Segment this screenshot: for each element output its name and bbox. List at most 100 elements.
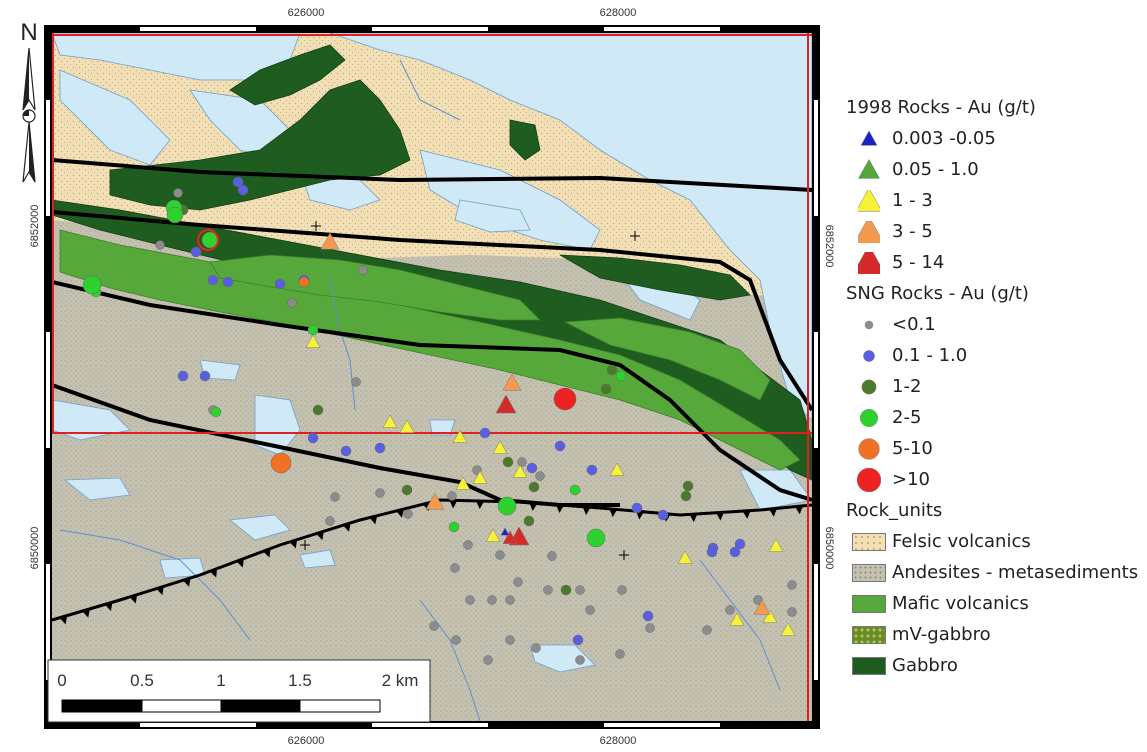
sng-sample-point <box>734 538 746 550</box>
legend-sng-label-5: >10 <box>892 469 930 490</box>
sng-sample-point <box>312 404 324 416</box>
scale-label-0: 0 <box>57 671 66 690</box>
sng-sample-point <box>554 440 566 452</box>
thrust-fault <box>52 498 812 625</box>
left-y-tick-2: 6850000 <box>29 527 41 570</box>
sng-sample-point <box>575 585 585 595</box>
map-body <box>52 33 812 721</box>
map-legend: 1998 Rocks - Au (g/t) 0.003 -0.05 0.05 - … <box>846 92 1141 681</box>
legend-sng-symbol-2 <box>846 371 892 402</box>
right-y-tick-1: 6852000 <box>823 225 835 268</box>
sng-sample-point <box>497 496 517 516</box>
sng-sample-point <box>403 509 413 519</box>
sng-sample-point <box>528 481 540 493</box>
legend-unit-symbol-0 <box>846 526 892 557</box>
sng-sample-point <box>270 452 292 474</box>
sng-sample-point <box>82 275 102 295</box>
rock-1998-sample-point <box>382 414 398 428</box>
thrust-tooth <box>716 512 724 521</box>
legend-1998-label-1: 0.05 - 1.0 <box>892 159 979 180</box>
sng-sample-point <box>553 387 577 411</box>
sng-sample-point <box>517 457 527 467</box>
sng-sample-point <box>451 635 461 645</box>
frame-ticks <box>46 27 818 727</box>
legend-1998-symbol-3 <box>846 216 892 247</box>
rock-1998-sample-point <box>425 492 445 510</box>
legend-1998-symbol-2 <box>846 185 892 216</box>
legend-1998-label-0: 0.003 -0.05 <box>892 128 996 149</box>
sng-sample-point <box>177 370 189 382</box>
scale-label-2: 1 <box>216 671 225 690</box>
rock-1998-sample-point <box>753 599 771 615</box>
thrust-tooth <box>476 500 484 509</box>
legend-unit-label-2: Mafic volcanics <box>892 593 1029 614</box>
sng-sample-point <box>543 585 553 595</box>
sng-sample-point <box>210 406 222 418</box>
sng-sample-point <box>287 298 297 308</box>
sng-sample-point <box>330 492 340 502</box>
legend-1998-item-2: 1 - 3 <box>846 185 1141 216</box>
sng-sample-point <box>199 370 211 382</box>
top-x-tick-1: 626000 <box>288 7 325 19</box>
legend-unit-symbol-2 <box>846 588 892 619</box>
sng-sample-point <box>657 509 669 521</box>
legend-1998-label-2: 1 - 3 <box>892 190 933 211</box>
legend-1998-title: 1998 Rocks - Au (g/t) <box>846 97 1036 118</box>
thrust-tooth <box>316 531 324 541</box>
thrust-tooth <box>182 577 191 587</box>
sng-sample-point <box>586 528 606 548</box>
sng-sample-point <box>523 515 535 527</box>
legend-unit-item-1: Andesites - metasediments <box>846 557 1141 588</box>
legend-1998-item-3: 3 - 5 <box>846 216 1141 247</box>
sng-sample-point <box>702 625 712 635</box>
sng-sample-point <box>401 484 413 496</box>
sng-sample-point <box>207 274 219 286</box>
legend-sng-symbol-1 <box>846 340 892 371</box>
legend-unit-item-2: Mafic volcanics <box>846 588 1141 619</box>
rock-1998-sample-point <box>492 440 508 454</box>
thrust-tooth <box>342 522 351 532</box>
sng-sample-point <box>531 643 541 653</box>
sng-sample-point <box>729 546 741 558</box>
sng-sample-point <box>450 563 460 573</box>
sng-sample-point <box>547 551 557 561</box>
sng-sample-point <box>358 265 368 275</box>
scale-label-4: 2 km <box>382 671 419 690</box>
thrust-tooth <box>742 510 751 519</box>
legend-sng-item-2: 1-2 <box>846 371 1141 402</box>
sng-sample-point <box>448 521 460 533</box>
sng-sample-point <box>173 188 183 198</box>
sng-sample-point <box>351 377 361 387</box>
thrust-tooth <box>556 504 564 513</box>
legend-unit-label-3: mV-gabbro <box>892 624 991 645</box>
sng-sample-point <box>190 246 202 258</box>
thrust-tooth <box>209 568 218 578</box>
sng-sample-point <box>682 480 694 492</box>
legend-unit-symbol-3 <box>846 619 892 650</box>
left-y-tick-1: 6852000 <box>29 205 41 248</box>
rock-1998-sample-point <box>399 419 415 433</box>
legend-1998-symbol-1 <box>846 154 892 185</box>
rock-1998-sample-point <box>762 609 778 623</box>
thrust-tooth <box>449 500 458 509</box>
sng-sample-point <box>585 605 595 615</box>
legend-unit-label-4: Gabbro <box>892 655 958 676</box>
thrust-tooth <box>289 539 298 549</box>
sng-sample-point <box>560 584 572 596</box>
thrust-tooth <box>369 515 378 525</box>
thrust-tooth <box>582 506 591 515</box>
legend-sng-item-4: 5-10 <box>846 433 1141 464</box>
rock-1998-sample-point <box>452 429 468 443</box>
legend-unit-item-4: Gabbro <box>846 650 1141 681</box>
legend-sng-symbol-5 <box>846 464 892 495</box>
legend-rock-units-title: Rock_units <box>846 500 943 521</box>
rock-1998-sample-point <box>495 394 517 414</box>
top-x-tick-2: 628000 <box>600 7 637 19</box>
sng-sample-point <box>569 484 581 496</box>
sng-sample-point <box>307 432 319 444</box>
legend-sng-label-3: 2-5 <box>892 407 922 428</box>
sng-sample-point <box>298 276 310 288</box>
sng-sample-point <box>495 550 505 560</box>
thrust-tooth <box>82 608 90 618</box>
